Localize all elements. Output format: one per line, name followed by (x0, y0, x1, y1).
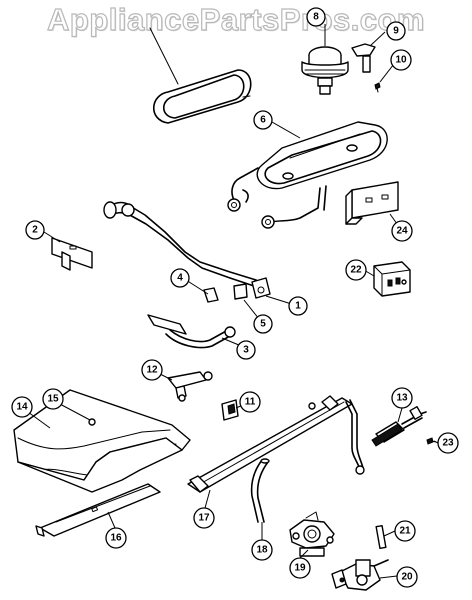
burner-tray (227, 121, 388, 229)
burner-head (301, 46, 349, 95)
callout-6: 6 (253, 110, 273, 130)
manifold-bar (187, 395, 365, 493)
callout-11: 11 (239, 391, 261, 413)
svg-text:22: 22 (350, 265, 362, 276)
callout-15: 15 (42, 388, 64, 410)
callout-10: 10 (390, 49, 412, 71)
callout-16: 16 (105, 527, 127, 549)
callout-1: 1 (288, 296, 308, 316)
svg-text:10: 10 (395, 55, 407, 66)
callout-20: 20 (396, 566, 418, 588)
mounting-plate (345, 181, 399, 225)
callout-4: 4 (170, 268, 190, 288)
svg-text:4: 4 (177, 273, 183, 284)
svg-text:11: 11 (245, 397, 256, 408)
gasket-ring (149, 27, 252, 124)
svg-text:19: 19 (294, 563, 306, 574)
svg-text:3: 3 (243, 345, 249, 356)
svg-text:23: 23 (442, 438, 454, 449)
heat-shield (13, 389, 191, 493)
small-bracket (51, 237, 93, 271)
svg-text:15: 15 (47, 394, 59, 405)
small-pin (375, 524, 387, 550)
svg-text:17: 17 (198, 513, 210, 524)
callout-14: 14 (11, 396, 33, 418)
svg-text:14: 14 (16, 402, 28, 413)
svg-text:6: 6 (260, 115, 266, 126)
clip (221, 399, 239, 421)
igniter (371, 405, 427, 447)
svg-text:5: 5 (260, 319, 266, 330)
callout-5: 5 (253, 314, 273, 334)
solenoid-valve (331, 559, 389, 591)
bottom-bracket (35, 483, 161, 537)
leader-lines (27, 24, 439, 579)
curved-tube (147, 314, 236, 349)
svg-text:12: 12 (146, 365, 158, 376)
svg-text:1: 1 (295, 301, 301, 312)
callout-8: 8 (306, 7, 326, 27)
screw (426, 437, 437, 445)
svg-text:9: 9 (393, 26, 399, 37)
svg-text:8: 8 (313, 12, 319, 23)
svg-text:16: 16 (110, 533, 122, 544)
gas-tube-assembly (103, 201, 271, 303)
callout-18: 18 (251, 539, 273, 561)
svg-text:21: 21 (399, 526, 411, 537)
callout-23: 23 (437, 432, 459, 454)
callout-22: 22 (345, 259, 367, 281)
svg-text:18: 18 (256, 545, 268, 556)
svg-text:13: 13 (396, 393, 408, 404)
callout-19: 19 (289, 557, 311, 579)
callout-17: 17 (193, 507, 215, 529)
svg-text:20: 20 (401, 572, 413, 583)
callout-12: 12 (141, 359, 163, 381)
callout-3: 3 (236, 340, 256, 360)
callout-24: 24 (391, 220, 413, 242)
svg-text:24: 24 (396, 226, 408, 237)
switch-block (373, 261, 411, 297)
hinge-bracket (167, 371, 213, 402)
regulator-valve (289, 511, 335, 557)
burner-bracket (351, 43, 381, 93)
callout-9: 9 (386, 21, 406, 41)
callout-21: 21 (394, 520, 416, 542)
callout-2: 2 (25, 220, 45, 240)
callout-13: 13 (391, 387, 413, 409)
svg-text:2: 2 (32, 225, 38, 236)
pilot-tube (250, 458, 270, 523)
